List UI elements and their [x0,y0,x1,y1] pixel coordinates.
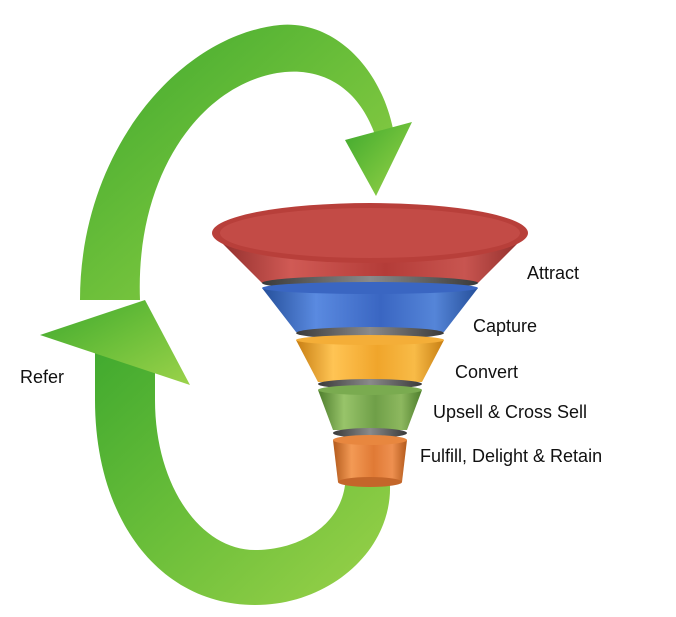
label-attract: Attract [527,263,579,283]
funnel-stage-fulfill [333,435,407,487]
refer-loop-arrow [40,24,412,605]
loop-arrowhead-top [345,122,412,196]
loop-arrow-lower-arc [95,330,391,605]
funnel [212,203,528,487]
loop-arrow-upper-arc [80,24,395,300]
label-fulfill-delight-retain: Fulfill, Delight & Retain [420,446,602,466]
label-capture: Capture [473,316,537,336]
label-convert: Convert [455,362,518,382]
funnel-stage-upsell [318,385,422,438]
loop-arrowhead-left [40,300,190,385]
label-refer: Refer [20,367,64,387]
label-upsell-cross-sell: Upsell & Cross Sell [433,402,587,422]
funnel-stage-convert [296,335,444,389]
funnel-stage-capture [262,282,478,339]
funnel-stage-attract [212,203,528,290]
